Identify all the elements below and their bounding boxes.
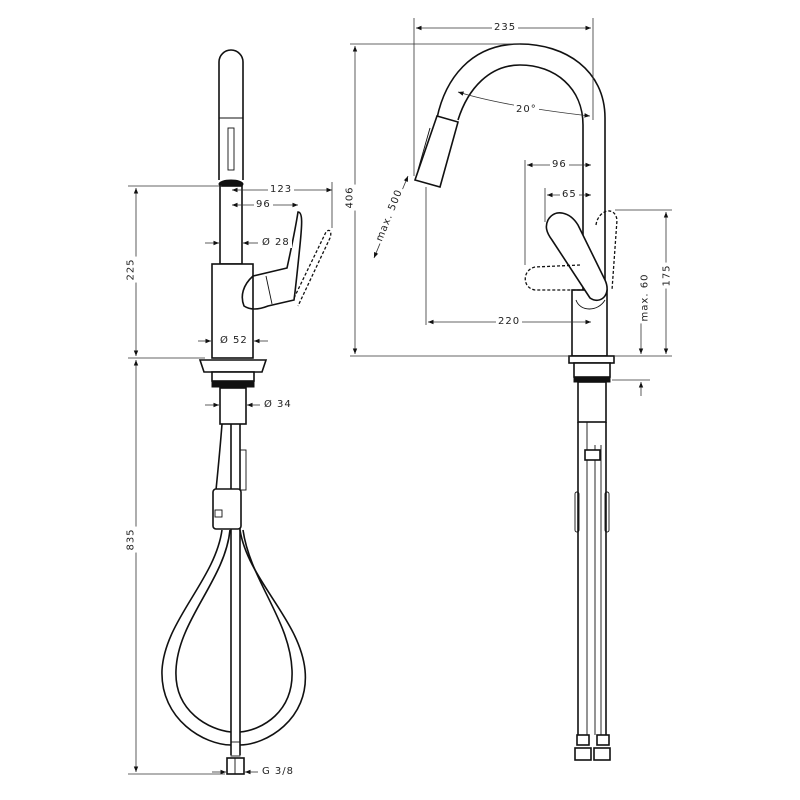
dim-body-diameter: Ø 52 [218,335,250,346]
side-body [571,289,608,357]
side-view [350,18,672,761]
spray-button [227,127,235,171]
dim-spout-width: 235 [492,22,519,33]
dim-spout-projection: 220 [496,316,523,327]
dim-length-below-deck: 835 [125,526,137,553]
dim-spout-angle: 20° [514,104,539,115]
lever-handle-open [293,229,332,307]
connection-fitting [226,757,245,775]
side-lever [545,212,608,302]
side-spray-head [413,115,459,188]
spray-head [218,49,244,180]
dim-connection-thread: G 3/8 [260,766,297,777]
front-view [128,49,333,775]
dim-spout-reach-total: 123 [268,184,295,195]
dim-total-height: 406 [344,184,356,211]
fitting-right [593,747,611,761]
gooseneck-outer [436,43,606,355]
hose-weight [212,488,242,530]
shank [219,387,247,425]
dim-spout-reach-handle: 96 [254,199,273,210]
dim-deck-thickness: max. 60 [639,271,651,324]
dim-spout-diameter: Ø 28 [260,237,292,248]
deck-plate [198,359,268,373]
fitting-left [574,747,592,761]
dim-handle-height: 175 [661,262,673,289]
dim-handle-reach-65: 65 [560,189,579,200]
hose-loop [161,529,232,746]
dim-handle-reach-96: 96 [550,159,569,170]
spout-column [219,185,243,265]
lever-handle [241,211,303,310]
dim-shank-diameter: Ø 34 [262,399,294,410]
dim-height-above-deck: 225 [125,256,137,283]
